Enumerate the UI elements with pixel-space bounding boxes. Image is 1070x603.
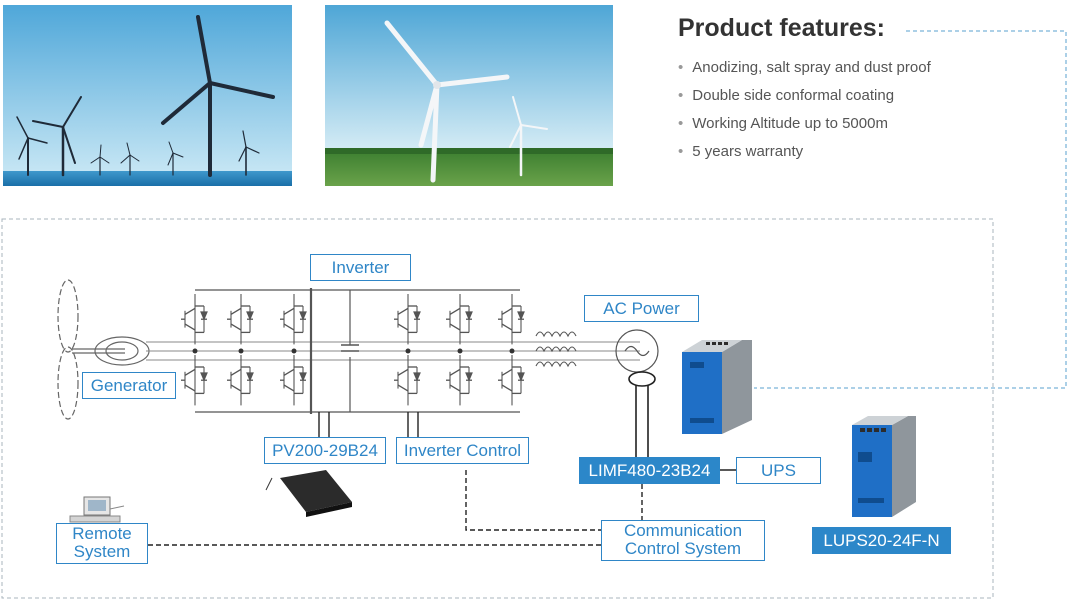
junction-dot [291,348,297,354]
igbt-switch-icon [227,294,254,345]
feature-item: Anodizing, salt spray and dust proof [678,58,930,86]
igbt-switch-icon [394,294,421,345]
features-connector-line [754,30,1067,389]
limf480-label: LIMF480-23B24 [579,457,720,484]
igbt-switch-icon [280,294,307,345]
junction-dots [192,348,515,354]
communication-line1: Communication [623,521,743,540]
pv200-device-icon [265,470,352,517]
power-supply-icon [682,340,752,434]
igbt-switch-icon [498,355,525,406]
generator-icon [72,336,150,366]
ups-label: UPS [736,457,821,484]
computer-icon [69,496,125,523]
junction-dot [509,348,515,354]
igbt-switch-icon [227,355,254,406]
igbt-switch-icon [446,355,473,406]
features-title: Product features: [678,14,885,42]
junction-dot [192,348,198,354]
pv200-label: PV200-29B24 [264,437,386,464]
ac-power-label: AC Power [584,295,699,322]
igbt-switch-icon [181,355,208,406]
junction-dot [238,348,244,354]
diagram-frame [1,218,994,599]
inverter-control-label: Inverter Control [396,437,529,464]
feature-item: 5 years warranty [678,142,931,170]
remote-system-label: Remote System [56,523,148,564]
igbt-switch-icon [394,355,421,406]
switch-array [181,294,525,406]
communication-control-system-label: Communication Control System [601,520,765,561]
wind-turbine-blade-icon [57,279,79,420]
igbt-switch-icon [446,294,473,345]
remote-system-line2: System [73,542,131,561]
junction-dot [457,348,463,354]
offshore-wind-farm-photo [3,5,292,186]
inverter-label: Inverter [310,254,411,281]
junction-dot [405,348,411,354]
igbt-switch-icon [498,294,525,345]
generator-label: Generator [82,372,176,399]
feature-item: Working Altitude up to 5000m [678,114,931,142]
lups20-label: LUPS20-24F-N [812,527,951,554]
remote-system-line1: Remote [72,524,132,543]
current-transformer-icon [628,371,656,462]
inductor-icon [535,331,577,368]
igbt-switch-icon [181,294,208,345]
onshore-wind-turbine-photo [325,5,613,186]
power-supply-icon [852,416,916,517]
feature-item: Double side conformal coating [678,86,931,114]
communication-line2: Control System [624,539,742,558]
features-list: Anodizing, salt spray and dust proof Dou… [678,58,931,170]
igbt-switch-icon [280,355,307,406]
